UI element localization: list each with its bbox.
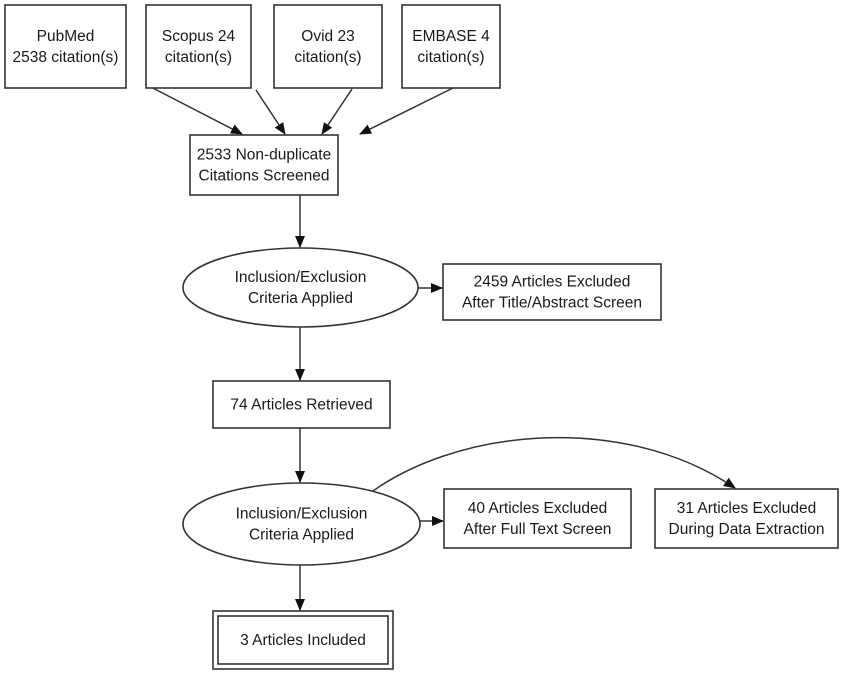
process-box: [4, 4, 127, 89]
node-label-line: Inclusion/Exclusion: [236, 506, 368, 523]
arrow-criteria2-to-excluded3: [364, 436, 736, 498]
node-label-line: citation(s): [417, 49, 484, 66]
arrow-pubmed-to-nondup: [144, 83, 243, 135]
node-label-line: Scopus 24: [162, 28, 236, 45]
node-label-line: 2533 Non-duplicate: [197, 147, 331, 164]
arrow-scopus-to-nondup: [255, 89, 286, 135]
node-retrieved: 74 Articles Retrieved: [212, 380, 391, 429]
node-label-line: During Data Extraction: [669, 521, 825, 538]
arrow-ovid-to-nondup: [321, 88, 353, 135]
arrow-embase-to-nondup: [359, 84, 460, 135]
process-box: [401, 4, 501, 89]
node-label-line: 40 Articles Excluded: [468, 500, 608, 517]
node-label-line: After Full Text Screen: [464, 521, 612, 538]
inner-box-border: [217, 615, 389, 665]
node-pubmed: PubMed 2538 citation(s): [4, 4, 127, 89]
node-label-line: 2538 citation(s): [13, 49, 119, 66]
node-label-line: Criteria Applied: [248, 290, 353, 307]
process-box: [212, 380, 391, 429]
process-box: [189, 134, 339, 196]
node-label-line: PubMed: [37, 28, 95, 45]
node-scopus: Scopus 24 citation(s): [145, 4, 252, 89]
process-box: [442, 263, 662, 321]
node-label-line: 74 Articles Retrieved: [230, 397, 372, 414]
node-label-line: citation(s): [165, 49, 232, 66]
node-label-line: EMBASE 4: [412, 28, 490, 45]
node-label-line: citation(s): [294, 49, 361, 66]
process-box: [443, 488, 632, 549]
decision-ellipse: [182, 482, 421, 566]
decision-ellipse: [182, 247, 419, 328]
process-box: [273, 4, 383, 89]
node-label-line: 2459 Articles Excluded: [474, 274, 631, 291]
node-label-line: Inclusion/Exclusion: [235, 269, 367, 286]
node-label-line: Criteria Applied: [249, 527, 354, 544]
node-label-line: After Title/Abstract Screen: [462, 295, 642, 312]
node-label-line: Citations Screened: [199, 168, 330, 185]
node-embase: EMBASE 4 citation(s): [401, 4, 501, 89]
process-box: [654, 488, 839, 549]
process-box: [145, 4, 252, 89]
node-ovid: Ovid 23 citation(s): [273, 4, 383, 89]
node-label-line: 31 Articles Excluded: [677, 500, 817, 517]
node-included: 3 Articles Included: [212, 610, 394, 670]
node-label-line: Ovid 23: [301, 28, 354, 45]
node-label-line: 3 Articles Included: [240, 632, 366, 649]
